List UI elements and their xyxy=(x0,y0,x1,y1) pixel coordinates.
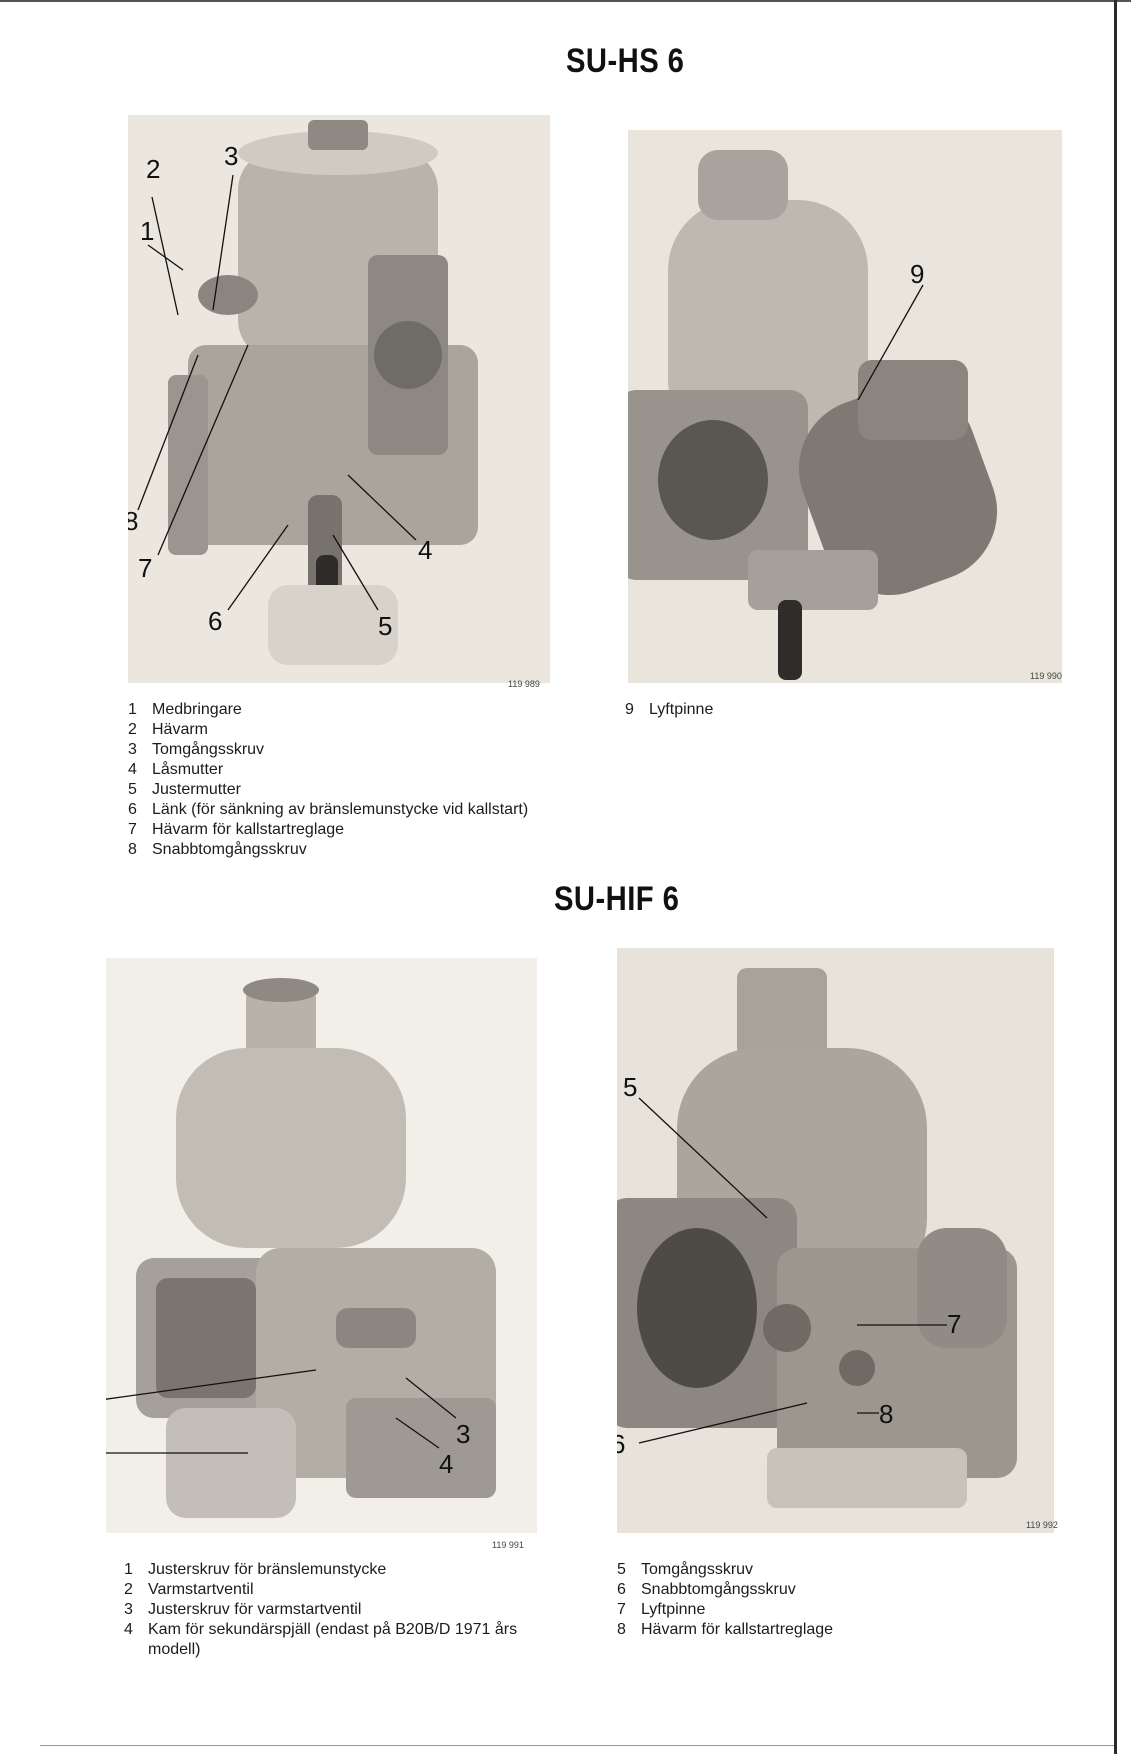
legend-number: 8 xyxy=(128,841,137,858)
legend-row: 9 Lyftpinne xyxy=(625,700,925,720)
figure-id-119992: 119 992 xyxy=(1026,1520,1058,1530)
legend-text: Lyftpinne xyxy=(641,1601,706,1618)
legend-row: 6 Länk (för sänkning av bränslemunstycke … xyxy=(128,800,648,820)
legend-number: 3 xyxy=(124,1601,133,1618)
legend-row: 6 Snabbtomgångsskruv xyxy=(617,1580,917,1600)
legend-hif-right: 5 Tomgångsskruv 6 Snabbtomgångsskruv 7 Lyft… xyxy=(617,1560,917,1640)
legend-text: Länk (för sänkning av bränslemunstycke v… xyxy=(152,801,529,818)
legend-number: 3 xyxy=(128,741,137,758)
legend-text: Hävarm xyxy=(152,721,209,738)
figure-id-119989: 119 989 xyxy=(508,679,540,689)
legend-row: 2 Varmstartventil xyxy=(124,1580,554,1600)
legend-row: 5 Tomgångsskruv xyxy=(617,1560,917,1580)
legend-row: 7 Lyftpinne xyxy=(617,1600,917,1620)
legend-number: 7 xyxy=(617,1601,626,1618)
legend-row: 1 Justerskruv för bränslemunstycke xyxy=(124,1560,554,1580)
legend-number: 6 xyxy=(617,1581,626,1598)
legend-number: 5 xyxy=(617,1561,626,1578)
legend-row: 3 Justerskruv för varmstartventil xyxy=(124,1600,554,1620)
legend-text: Kam för sekundärspjäll (endast på B20B/D… xyxy=(148,1621,518,1658)
legend-number: 7 xyxy=(128,821,137,838)
legend-number: 1 xyxy=(128,701,137,718)
figure-id-119991: 119 991 xyxy=(492,1540,524,1550)
legend-number: 8 xyxy=(617,1621,626,1638)
legend-row: 8 Hävarm för kallstartreglage xyxy=(617,1620,917,1640)
legend-text: Justermutter xyxy=(152,781,241,798)
legend-text: Medbringare xyxy=(152,701,242,718)
legend-row: 8 Snabbtomgångsskruv xyxy=(128,840,648,860)
legend-text: Hävarm för kallstartreglage xyxy=(641,1621,834,1638)
legend-text: Hävarm för kallstartreglage xyxy=(152,821,345,838)
legend-text: Justerskruv för varmstartventil xyxy=(148,1601,362,1618)
carburetor-photo-hs-rear xyxy=(628,130,1062,683)
legend-row: 4 Låsmutter xyxy=(128,760,648,780)
legend-number: 2 xyxy=(128,721,137,738)
carburetor-photo-hif-left xyxy=(106,958,537,1533)
legend-number: 4 xyxy=(124,1621,133,1638)
legend-text: Tomgångsskruv xyxy=(152,741,265,758)
legend-number: 4 xyxy=(128,761,137,778)
legend-hs-right: 9 Lyftpinne xyxy=(625,700,925,720)
legend-number: 9 xyxy=(625,701,634,718)
carburetor-illustration xyxy=(128,115,550,683)
top-rule xyxy=(0,0,1131,2)
legend-row: 1 Medbringare xyxy=(128,700,648,720)
carburetor-photo-hs-front xyxy=(128,115,550,683)
section-title-hs: SU-HS 6 xyxy=(566,42,685,80)
legend-number: 1 xyxy=(124,1561,133,1578)
carburetor-illustration xyxy=(106,958,537,1533)
bottom-rule xyxy=(40,1745,1114,1746)
carburetor-illustration xyxy=(628,130,1062,683)
carburetor-photo-hif-right xyxy=(617,948,1054,1533)
legend-text: Justerskruv för bränslemunstycke xyxy=(148,1561,387,1578)
legend-row: 7 Hävarm för kallstartreglage xyxy=(128,820,648,840)
legend-row: 3 Tomgångsskruv xyxy=(128,740,648,760)
legend-number: 5 xyxy=(128,781,137,798)
legend-text: Snabbtomgångsskruv xyxy=(152,841,307,858)
legend-number: 6 xyxy=(128,801,137,818)
section-title-hif: SU-HIF 6 xyxy=(554,880,680,918)
carburetor-illustration xyxy=(617,948,1054,1533)
legend-text: Tomgångsskruv xyxy=(641,1561,754,1578)
legend-number: 2 xyxy=(124,1581,133,1598)
legend-row: 4 Kam för sekundärspjäll (endast på B20B/… xyxy=(124,1620,554,1660)
legend-row: 2 Hävarm xyxy=(128,720,648,740)
legend-hs-left: 1 Medbringare 2 Hävarm 3 Tomgångsskruv 4 Lås… xyxy=(128,700,648,860)
figure-id-119990: 119 990 xyxy=(1030,671,1062,681)
legend-text: Varmstartventil xyxy=(148,1581,254,1598)
page-edge xyxy=(1114,0,1117,1754)
legend-text: Snabbtomgångsskruv xyxy=(641,1581,796,1598)
legend-hif-left: 1 Justerskruv för bränslemunstycke 2 Varms… xyxy=(124,1560,554,1660)
legend-text: Låsmutter xyxy=(152,761,224,778)
legend-row: 5 Justermutter xyxy=(128,780,648,800)
legend-text: Lyftpinne xyxy=(649,701,714,718)
